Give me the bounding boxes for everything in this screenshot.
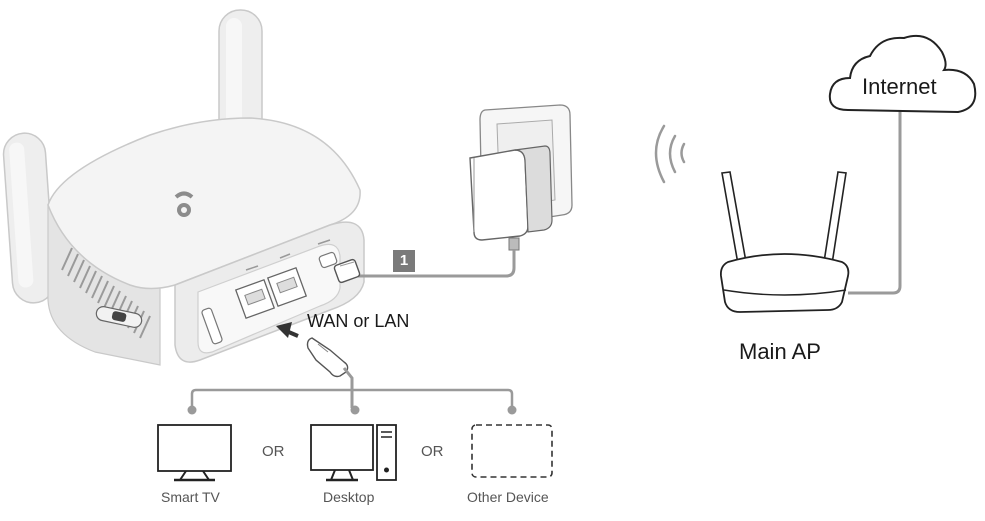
wireless-signal-icon [654,124,686,184]
internet-label: Internet [862,74,937,99]
power-cable [358,250,516,278]
internet-link-cable [848,108,902,295]
ethernet-plug-icon [306,337,349,378]
brand-logo [174,191,194,217]
step-number-badge: 1 [393,250,415,272]
router-icon [2,9,365,366]
cloud-icon [828,34,977,114]
ethernet-cable [342,367,354,408]
main-ap-router-icon [719,171,850,313]
or-label: OR [262,443,285,460]
power-plug-icon [333,258,361,284]
tv-icon [157,424,232,482]
or-label: OR [421,443,444,460]
device-connector-lines [190,388,514,410]
device-label-other-device: Other Device [467,489,549,505]
main-ap-label: Main AP [739,339,821,364]
power-adapter-icon [469,104,573,251]
insert-arrow-icon [276,322,299,338]
wan-or-lan-label: WAN or LAN [307,311,410,331]
device-label-smart-tv: Smart TV [161,489,220,505]
other-device-icon [471,424,553,478]
desktop-icon [310,424,397,482]
device-label-desktop: Desktop [323,489,375,505]
